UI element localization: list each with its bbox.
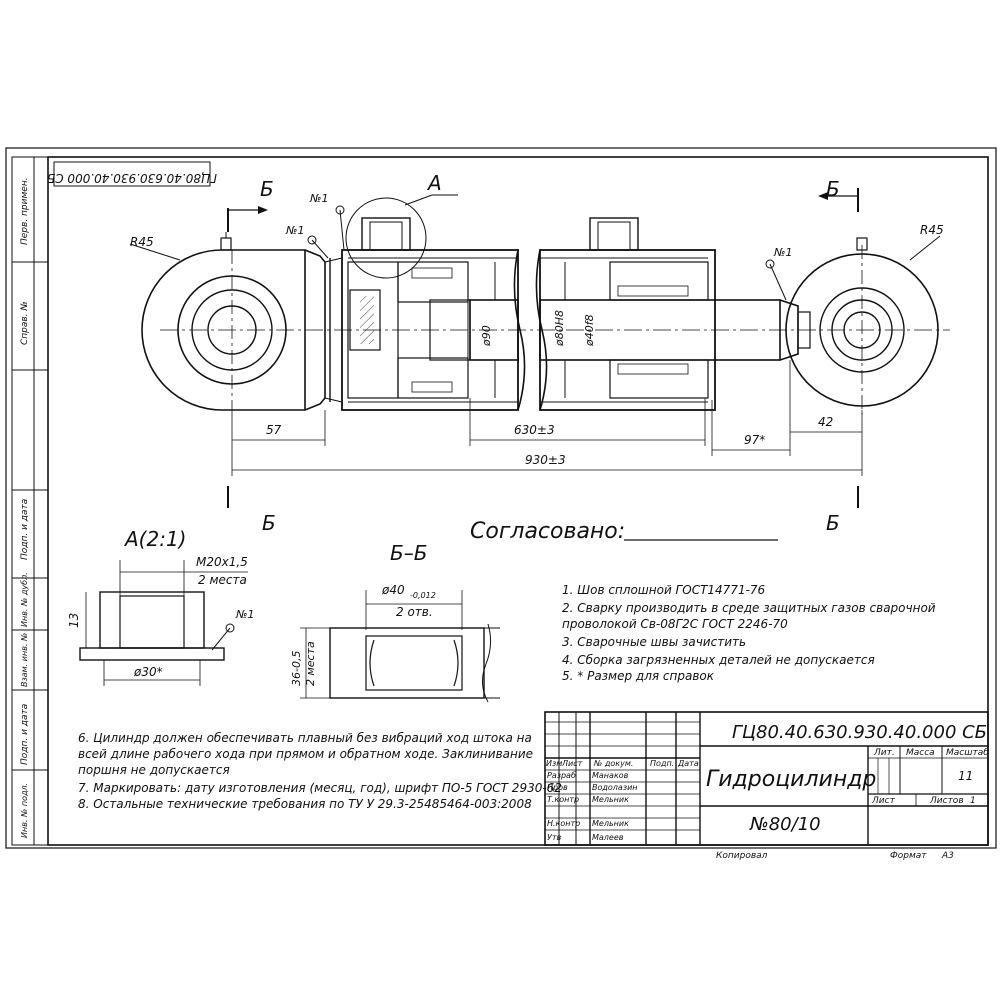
doc-code: ГЦ80.40.630.930.40.000 СБ (732, 722, 987, 743)
scale-value: 11 (958, 769, 973, 783)
cylinder-main-view (141, 194, 950, 415)
mass-label: Масса (906, 748, 935, 758)
dia-40f8: ø40f8 (583, 314, 596, 347)
strip-label-perv: Перв. примен. (20, 177, 30, 245)
strip-label-sprav: Справ. № (20, 301, 30, 345)
radius-left: R45 (130, 235, 154, 249)
section-bb-places: 2 места (304, 641, 317, 686)
section-bb-width: 36-0,5 (290, 651, 303, 686)
title-block: ГЦ80.40.630.930.40.000 СБ Гидроцилиндр №… (544, 711, 989, 846)
person-2: Мельник (592, 795, 629, 804)
sheets-label: Листов (929, 796, 964, 806)
note-6: 6. Цилиндр должен обеспечивать плавный б… (78, 731, 532, 745)
scale-label: Масштаб (946, 748, 989, 758)
outer-frame (5, 147, 997, 849)
detail-a-label: А (426, 171, 442, 195)
hdr-list: Лист (561, 759, 583, 768)
format-label: Формат (890, 851, 927, 861)
view-a-places: 2 места (198, 573, 247, 587)
view-a-height: 13 (67, 613, 81, 628)
section-bb-dia: ø40 (381, 583, 405, 597)
section-b-top-left: Б (260, 177, 274, 201)
callout-n1-c: №1 (773, 246, 792, 259)
hdr-podp: Подп. (650, 759, 674, 768)
dia-80h8: ø80H8 (553, 310, 566, 347)
view-a-thread: М20х1,5 (196, 555, 248, 569)
format-value: А3 (941, 851, 954, 861)
person-0: Манаков (592, 771, 629, 780)
note-5: 5. * Размер для справок (562, 669, 715, 683)
strip-label-vzam: Взам. инв. № (20, 633, 29, 687)
hdr-ndoc: № докум. (593, 759, 633, 768)
callout-n1-b: №1 (285, 224, 304, 237)
rotated-code-stamp: ГЦ80.40.630.930.40.000 СБ (47, 171, 217, 185)
callout-n1-a: №1 (309, 192, 328, 205)
role-4: Н.контр (547, 819, 580, 828)
copied-label: Копировал (716, 851, 768, 861)
role-5: Утв (547, 833, 562, 842)
view-a-dia: ø30* (133, 665, 163, 679)
product-name: Гидроцилиндр (706, 767, 876, 792)
strip-label-podp2: Подп. и дата (20, 704, 30, 765)
note-7: 7. Маркировать: дату изготовления (месяц… (78, 781, 562, 795)
product-number: №80/10 (749, 814, 821, 835)
sheets-value: 1 (970, 796, 976, 806)
lit-label: Лит. (873, 748, 895, 758)
section-marks: Б Б Б Б А (227, 171, 859, 535)
view-a-detail: А(2:1) М20х1,5 2 места 13 ø30* №1 (67, 527, 254, 686)
dimension-lines: 57 630±3 97* 42 930±3 (231, 360, 863, 476)
dim-97: 97* (744, 433, 765, 447)
section-b-bottom-left: Б (262, 511, 276, 535)
note-4: 4. Сборка загрязненных деталей не допуск… (562, 653, 875, 667)
role-0: Разраб (547, 771, 576, 780)
note-6b: всей длине рабочего хода при прямом и об… (78, 747, 533, 761)
strip-label-dubl: Инв. № дубл. (20, 572, 29, 627)
strip-label-podp1: Подп. и дата (20, 499, 30, 560)
view-a-callout: №1 (235, 608, 254, 621)
note-3: 3. Сварочные швы зачистить (562, 635, 746, 649)
section-bb-title: Б–Б (390, 541, 427, 565)
role-2: Т.контр (547, 795, 579, 804)
strip-label-invpodl: Инв. № подл. (20, 783, 29, 838)
person-1: Водолазин (592, 783, 638, 792)
dim-57: 57 (266, 423, 282, 437)
note-8: 8. Остальные технические требования по Т… (78, 797, 532, 811)
notes-left: 6. Цилиндр должен обеспечивать плавный б… (78, 731, 562, 811)
note-2b: проволокой Св-08Г2С ГОСТ 2246-70 (562, 617, 788, 631)
section-b-top-right: Б (826, 177, 840, 201)
view-a-title: А(2:1) (123, 527, 186, 551)
agreed-label: Согласовано: (470, 519, 625, 544)
dia-90: ø90 (480, 325, 493, 347)
sheet-label: Лист (871, 796, 896, 806)
radius-right: R45 (920, 223, 944, 237)
hdr-data: Дата (677, 759, 699, 768)
hdr-izm: Изм (546, 759, 562, 768)
notes-right: 1. Шов сплошной ГОСТ14771-76 2. Сварку п… (562, 583, 936, 683)
role-1: Пров (547, 783, 568, 792)
note-1: 1. Шов сплошной ГОСТ14771-76 (562, 583, 766, 597)
note-2: 2. Сварку производить в среде защитных г… (562, 601, 936, 615)
side-strip: Перв. примен. Справ. № Подп. и дата Инв.… (11, 156, 49, 846)
callouts: №1 №1 №1 (285, 192, 792, 301)
dim-930: 930±3 (525, 453, 566, 467)
note-6c: поршня не допускается (78, 763, 230, 777)
person-4: Мельник (592, 819, 629, 828)
section-bb-tol: -0,012 (410, 591, 436, 600)
section-bb-holes: 2 отв. (396, 605, 433, 619)
section-b-bottom-right: Б (826, 511, 840, 535)
dim-630: 630±3 (514, 423, 555, 437)
dim-42: 42 (818, 415, 833, 429)
section-bb-detail: Б–Б ø40 -0,012 2 отв. 36-0,5 2 места (290, 541, 500, 703)
person-5: Малеев (592, 833, 624, 842)
